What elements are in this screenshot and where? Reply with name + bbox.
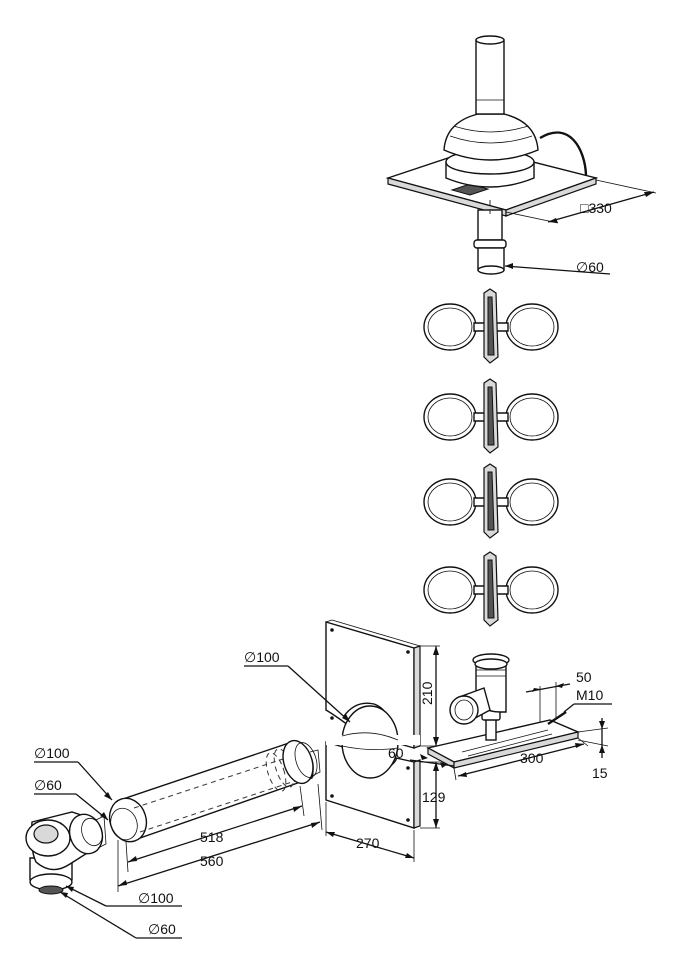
dim-129-label: 129 bbox=[422, 789, 446, 805]
roof-terminal-icon bbox=[385, 35, 599, 275]
dimension-270: 270 bbox=[325, 802, 415, 862]
dim-elbow-60-bottom-label: 60 bbox=[160, 921, 176, 937]
dim-518-label: 518 bbox=[200, 829, 224, 845]
wall-plate-icon bbox=[325, 619, 421, 829]
square-symbol: □ bbox=[580, 200, 589, 216]
elbow-icon bbox=[25, 811, 107, 895]
svg-text:∅100: ∅100 bbox=[244, 649, 280, 665]
dimension-pipe-60: ∅60 bbox=[504, 259, 611, 275]
dimension-plate-hole-100: ∅100 bbox=[244, 649, 351, 723]
dimension-elbow-100-bottom: ∅100 bbox=[65, 885, 182, 907]
dimension-210: 210 bbox=[419, 645, 440, 747]
mounting-rail-icon bbox=[426, 653, 581, 770]
dimension-60-rail: 60 bbox=[388, 745, 455, 768]
dim-330-label: 330 bbox=[588, 200, 612, 216]
dimension-elbow-60-bottom: ∅60 bbox=[59, 891, 182, 939]
dimension-300: 300 bbox=[453, 737, 589, 781]
dimension-50: 50 bbox=[525, 669, 592, 722]
svg-text:∅60: ∅60 bbox=[576, 259, 604, 275]
dimension-330: □330 bbox=[505, 179, 657, 224]
svg-text:∅60: ∅60 bbox=[148, 921, 176, 937]
pipe-clip-icon bbox=[423, 288, 559, 364]
dim-rail-60-label: 60 bbox=[388, 745, 404, 761]
svg-text:□330: □330 bbox=[580, 200, 612, 216]
pipe-clips bbox=[423, 288, 559, 627]
svg-text:∅60: ∅60 bbox=[34, 777, 62, 793]
dimension-elbow-60-top: ∅60 bbox=[34, 777, 109, 821]
dim-m10-label: M10 bbox=[576, 687, 603, 703]
pipe-clip-icon bbox=[423, 378, 559, 454]
dim-50-label: 50 bbox=[576, 669, 592, 685]
dim-plate-hole-label: 100 bbox=[256, 649, 280, 665]
dimension-m10: M10 bbox=[563, 687, 612, 713]
dim-300-label: 300 bbox=[520, 750, 544, 766]
dimension-elbow-100-top: ∅100 bbox=[34, 745, 113, 801]
dimension-560: 560 bbox=[117, 783, 323, 892]
svg-text:∅100: ∅100 bbox=[138, 890, 174, 906]
dim-elbow-100-bottom-label: 100 bbox=[150, 890, 174, 906]
dimension-129: 129 bbox=[420, 761, 446, 829]
coaxial-duct-icon bbox=[108, 739, 321, 843]
svg-text:∅100: ∅100 bbox=[34, 745, 70, 761]
dim-15-label: 15 bbox=[592, 765, 608, 781]
dim-elbow-100-top-label: 100 bbox=[46, 745, 70, 761]
dim-560-label: 560 bbox=[200, 853, 224, 869]
pipe-clip-icon bbox=[423, 551, 559, 627]
dim-270-label: 270 bbox=[356, 835, 380, 851]
dim-pipe-60-label: 60 bbox=[588, 259, 604, 275]
dim-210-label: 210 bbox=[419, 681, 435, 705]
dimension-518: 518 bbox=[125, 785, 305, 873]
dim-elbow-60-top-label: 60 bbox=[46, 777, 62, 793]
pipe-clip-icon bbox=[423, 463, 559, 539]
dimension-15: 15 bbox=[577, 718, 609, 781]
